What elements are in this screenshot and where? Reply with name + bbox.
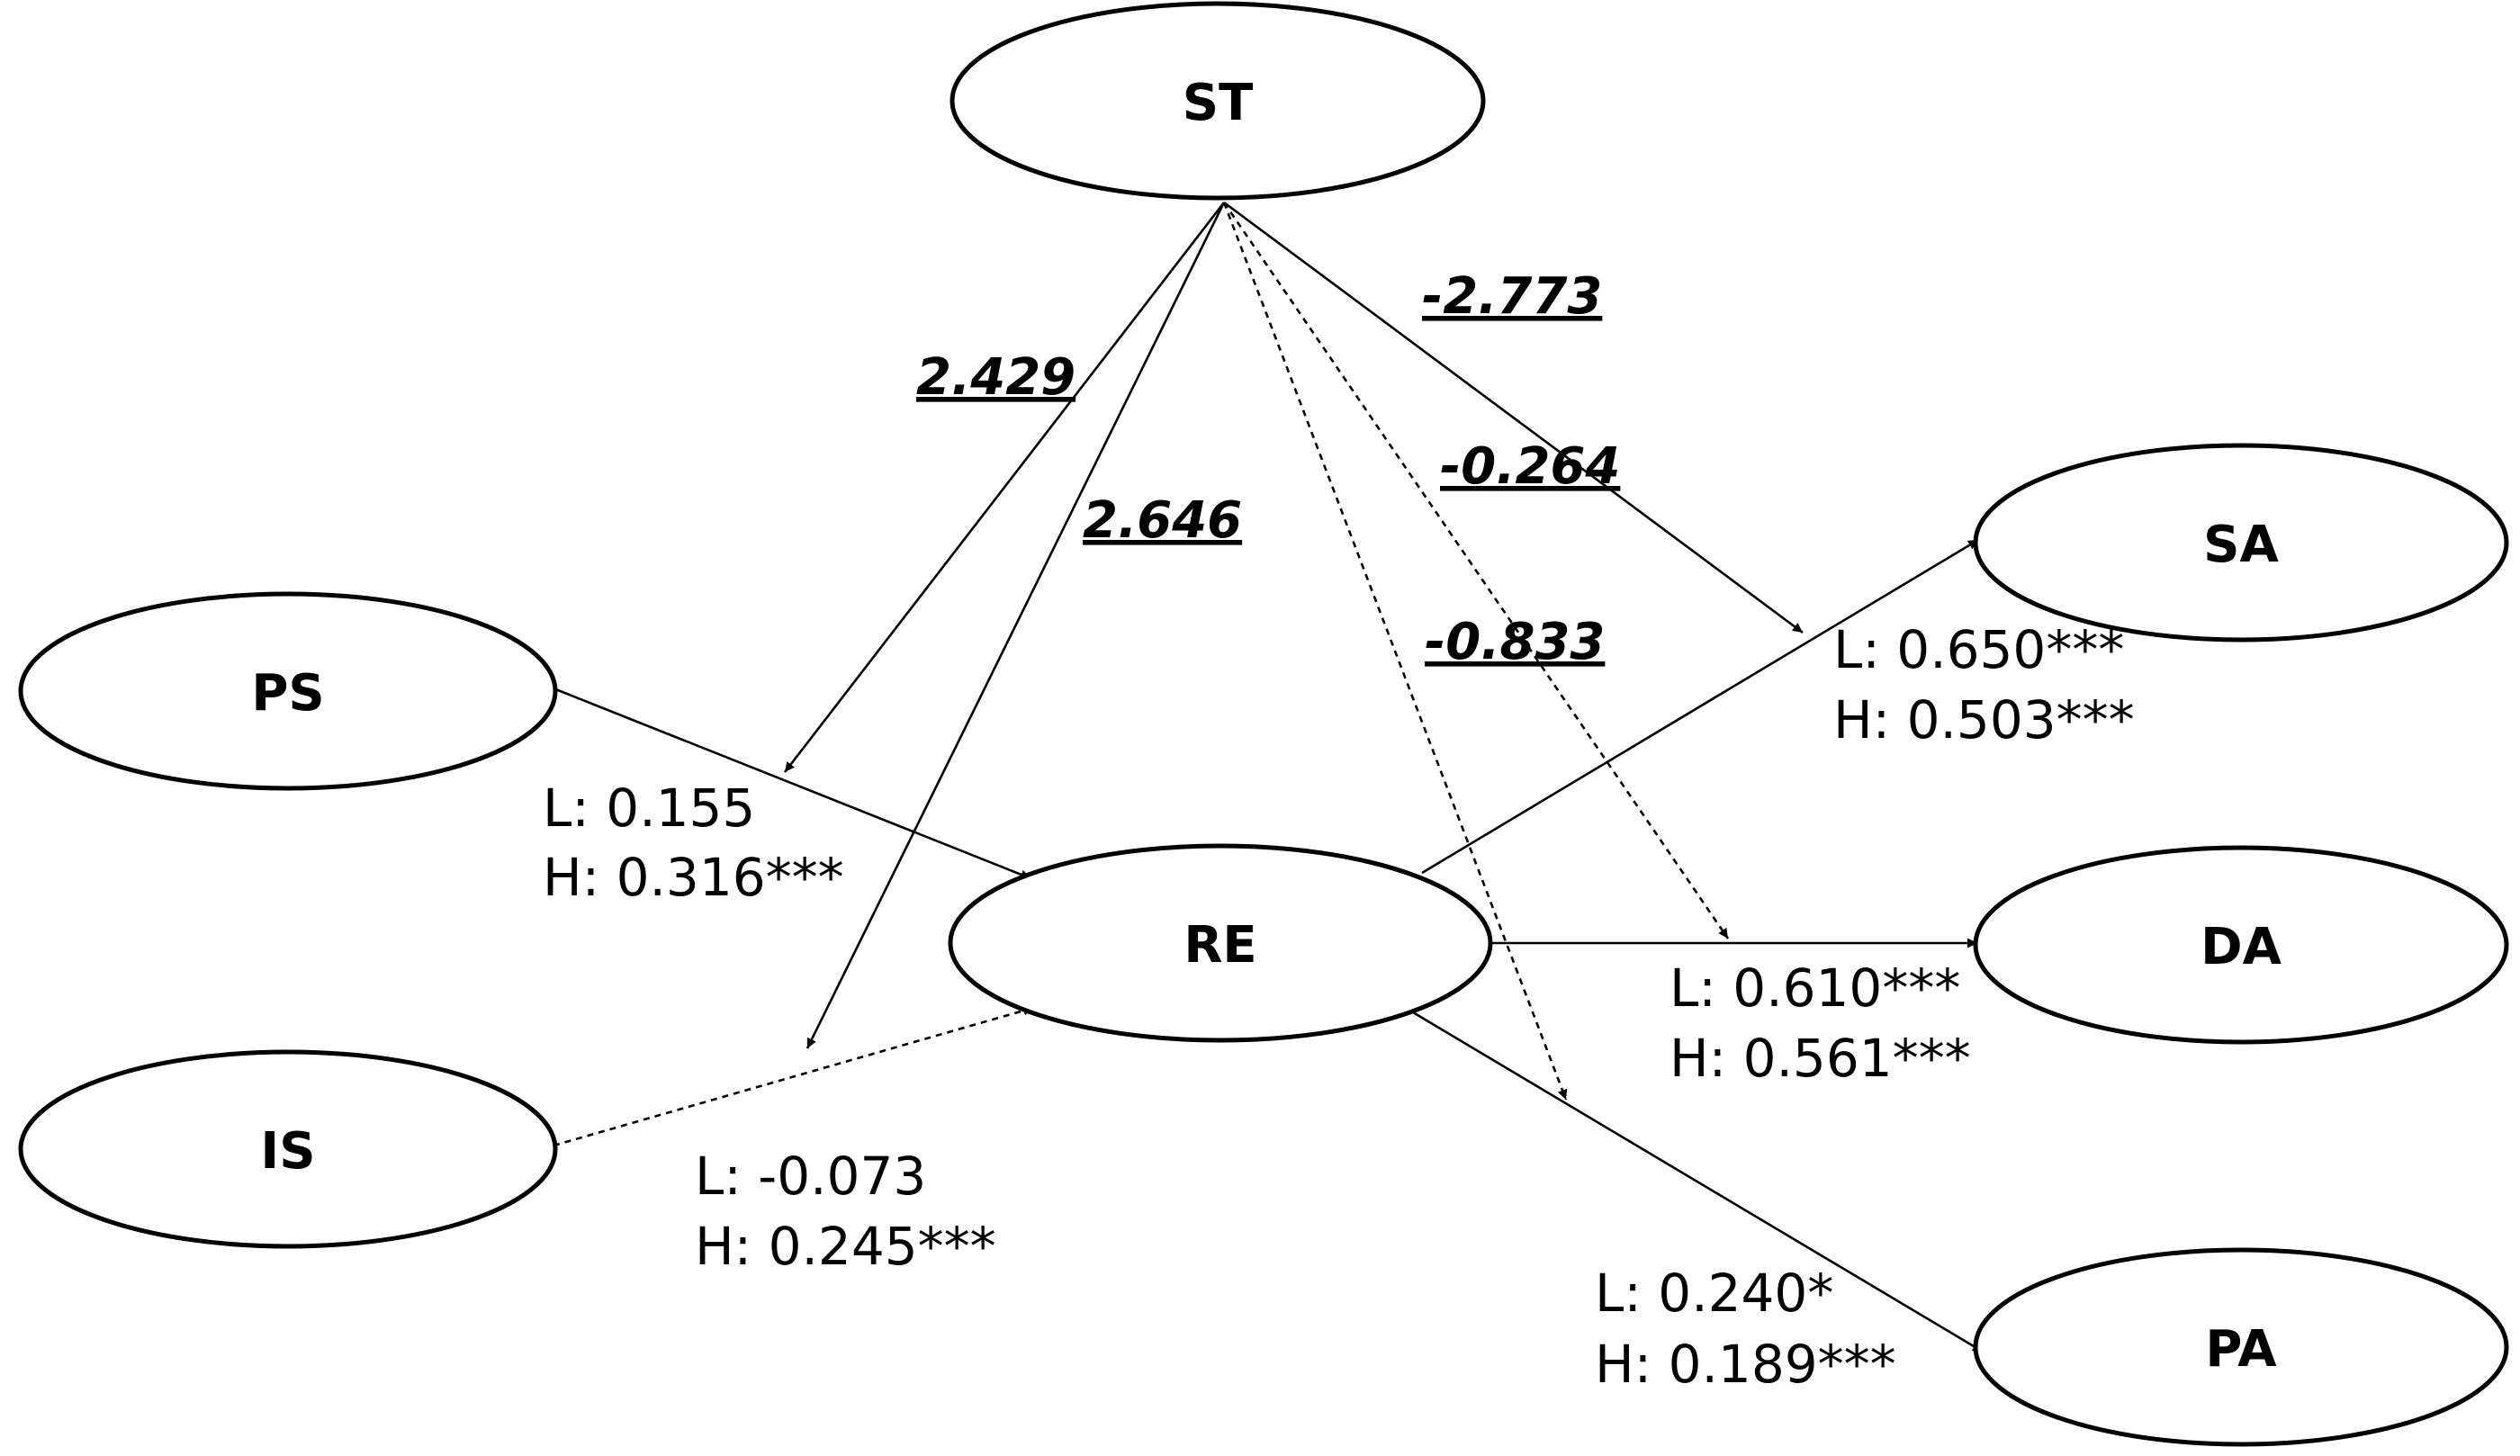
edge-st-moderates-re-da xyxy=(1222,202,1730,939)
edge-st-moderates-is-re xyxy=(806,202,1226,1049)
coef-ps-re-low: L: 0.155 xyxy=(543,777,755,839)
moderation-st-re-da: -0.264 xyxy=(1440,437,1620,496)
coefficient-ps-re: L: 0.155 H: 0.316*** xyxy=(543,777,844,908)
coef-re-da-high: H: 0.561*** xyxy=(1670,1028,1971,1089)
coef-re-sa-high: H: 0.503*** xyxy=(1833,689,2135,750)
edge-ps-to-re xyxy=(553,687,1031,880)
node-re-label: RE xyxy=(1184,916,1256,975)
node-st-label: ST xyxy=(1183,74,1254,132)
node-sa: SA xyxy=(1973,443,2509,643)
edges xyxy=(553,201,1984,1353)
coef-is-re-low: L: -0.073 xyxy=(695,1146,926,1207)
coefficient-is-re: L: -0.073 H: 0.245*** xyxy=(695,1146,996,1277)
moderation-st-ps-re: 2.429 xyxy=(916,348,1076,407)
edge-is-to-re xyxy=(553,1005,1034,1147)
edge-st-moderates-ps-re xyxy=(783,202,1226,773)
coefficient-re-pa: L: 0.240* H: 0.189*** xyxy=(1595,1263,1896,1395)
coef-ps-re-high: H: 0.316*** xyxy=(543,847,844,908)
node-pa-label: PA xyxy=(2205,1320,2277,1379)
node-ps-label: PS xyxy=(251,664,324,723)
node-sa-label: SA xyxy=(2203,516,2279,574)
node-is: IS xyxy=(18,1049,558,1249)
edge-re-to-pa xyxy=(1412,1011,1984,1353)
node-da-label: DA xyxy=(2200,918,2282,976)
node-pa: PA xyxy=(1973,1247,2509,1447)
node-re: RE xyxy=(948,843,1493,1043)
edge-st-moderates-re-pa xyxy=(1222,202,1568,1101)
edge-re-to-sa xyxy=(1421,538,1979,875)
node-ps: PS xyxy=(18,591,558,791)
coefficient-re-sa: L: 0.650*** H: 0.503*** xyxy=(1833,619,2135,750)
moderation-st-is-re: 2.646 xyxy=(1083,491,1242,550)
coefficient-re-da: L: 0.610*** H: 0.561*** xyxy=(1670,957,1971,1089)
coef-re-sa-low: L: 0.650*** xyxy=(1833,619,2124,680)
edge-st-moderates-re-sa xyxy=(1223,201,1804,634)
coef-re-da-low: L: 0.610*** xyxy=(1670,957,1960,1019)
node-is-label: IS xyxy=(260,1122,315,1181)
moderation-st-re-pa: -0.833 xyxy=(1425,613,1605,671)
coef-re-pa-low: L: 0.240* xyxy=(1595,1263,1833,1324)
coef-is-re-high: H: 0.245*** xyxy=(695,1216,996,1277)
moderation-st-re-sa: -2.773 xyxy=(1422,267,1602,326)
node-st: ST xyxy=(950,1,1486,201)
node-da: DA xyxy=(1973,845,2509,1045)
coef-re-pa-high: H: 0.189*** xyxy=(1595,1334,1896,1395)
